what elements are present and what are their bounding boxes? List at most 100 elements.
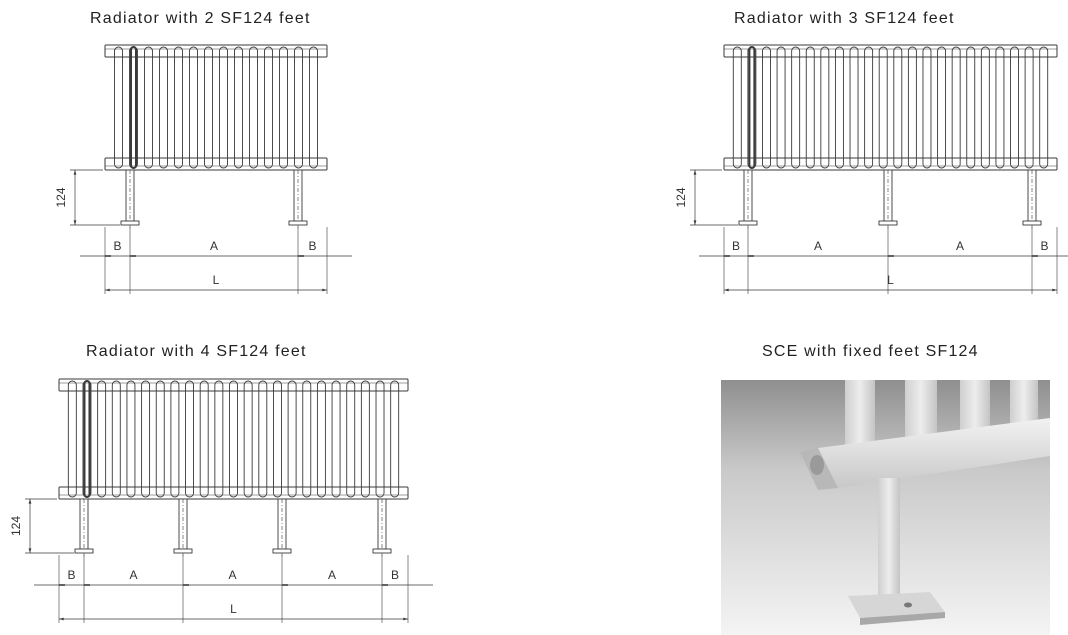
segment-dimension-label: B [113,239,121,253]
support-foot-base [372,548,392,554]
support-foot-base [1022,220,1042,226]
radiator-tube-highlight [83,380,91,498]
radiator-tube [126,380,136,498]
radiator-tube [878,46,888,169]
radiator-tube [791,46,801,169]
radiator-tube [893,46,903,169]
radiator-tube [995,46,1005,169]
support-foot-base [738,220,758,226]
radiator-tube [966,46,976,169]
top-header-bar [58,378,409,392]
height-dimension-label: 124 [674,187,688,207]
overall-length-label: L [887,273,894,287]
radiator-tube [258,380,268,498]
overall-length-label: L [230,602,237,616]
radiator-tube [1039,46,1049,169]
radiator-tube [141,380,151,498]
segment-dimension-label: A [129,568,137,582]
support-foot-base [120,220,140,226]
photo-title: SCE with fixed feet SF124 [762,343,979,360]
radiator-tube-highlight [748,46,756,169]
bottom-header-bar [723,157,1058,171]
radiator-tube [114,46,123,169]
radiator-tube [937,46,947,169]
radiator-tube [864,46,874,169]
support-foot-post [883,169,893,222]
support-foot-base [74,548,94,554]
radiator-tube [234,46,243,169]
radiator-tube [155,380,165,498]
height-dimension-label: 124 [54,187,68,207]
radiator-tube [144,46,153,169]
support-foot-base [272,548,292,554]
support-foot-post [293,169,303,222]
top-header-bar [723,44,1058,58]
radiator-tube [309,46,318,169]
diagram-title-3-feet: Radiator with 3 SF124 feet [734,10,955,27]
segment-dimension-label: A [228,568,236,582]
radiator-tube [834,46,844,169]
support-foot-post [1027,169,1037,222]
radiator-tube [820,46,830,169]
radiator-tube [294,46,303,169]
radiator-tube [229,380,238,498]
radiator-tube [776,46,786,169]
radiator-tube [273,380,282,498]
bottom-header-bar [58,486,409,500]
radiator-tube [360,380,370,498]
radiator-tube [249,46,258,169]
radiator-tube [214,380,224,498]
radiator-tube [243,380,253,498]
radiator-tube [189,46,198,169]
radiator-tube [346,380,356,498]
radiator-tube [1024,46,1034,169]
radiator-tube [159,46,168,169]
radiator-tube [264,46,273,169]
radiator-tube [1010,46,1019,169]
radiator-tube [67,380,77,498]
segment-dimension-label: B [1040,239,1048,253]
top-header-bar [104,44,328,58]
radiator-tube [199,380,209,498]
radiator-tube [287,380,297,498]
radiator-tube [762,46,771,169]
segment-dimension-label: B [391,568,399,582]
radiator-tube [849,46,859,169]
segment-dimension-label: A [328,568,336,582]
radiator-tube [204,46,213,169]
radiator-tube [951,46,961,169]
radiator-tube [907,46,917,169]
radiator-tube [279,46,288,169]
overall-length-label: L [213,273,220,287]
segment-dimension-label: B [308,239,316,253]
radiator-tube [170,380,180,498]
support-foot-post [125,169,135,222]
segment-dimension-label: A [210,239,218,253]
radiator-tube [805,46,815,169]
support-foot-base [173,548,193,554]
radiator-tube [316,380,326,498]
support-foot-post [743,169,753,222]
radiator-tube [219,46,228,169]
segment-dimension-label: A [956,239,964,253]
support-foot-base [878,220,898,226]
segment-dimension-label: B [732,239,740,253]
radiator-tube [922,46,932,169]
radiator-tube [980,46,990,169]
radiator-tube [331,380,341,498]
radiator-tube [185,380,194,498]
height-dimension-label: 124 [9,516,23,536]
radiator-tube [111,380,121,498]
support-foot-base [288,220,308,226]
radiator-tube [375,380,385,498]
segment-dimension-label: A [814,239,822,253]
radiator-tube [732,46,742,169]
diagram-title-4-feet: Radiator with 4 SF124 feet [86,343,307,360]
radiator-tube-highlight [130,46,137,169]
diagram-title-2-feet: Radiator with 2 SF124 feet [90,10,311,27]
radiator-tube [97,380,107,498]
bottom-header-bar [104,157,328,171]
